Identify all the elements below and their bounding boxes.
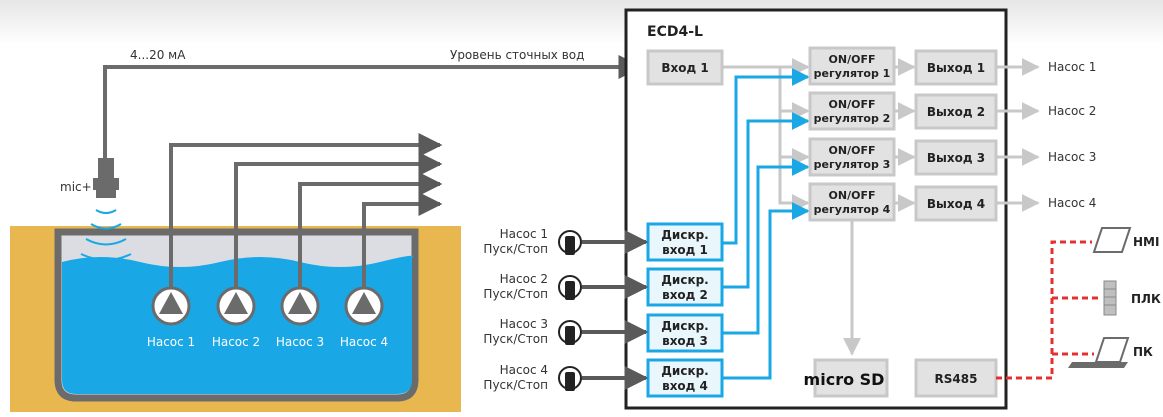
tank-pump-3: Насос 3 (276, 286, 324, 349)
plc-icon (1103, 280, 1117, 316)
controller-title: ECD4-L (647, 24, 703, 40)
discrete-line1: Дискр. (661, 228, 709, 242)
microsd-block: micro SD (804, 358, 889, 398)
discrete-line2: вход 2 (662, 288, 708, 302)
switch-4: Насос 4 Пуск/Стоп (483, 363, 582, 392)
switch-2: Насос 2 Пуск/Стоп (483, 272, 582, 301)
rs485-block: RS485 (914, 358, 998, 398)
tank-pump-4: Насос 4 (340, 286, 388, 349)
output-1: Выход 1 (914, 49, 998, 86)
signal-label: 4...20 мА (130, 48, 186, 62)
regulator-line2: регулятор 1 (814, 67, 891, 80)
tank-pump-label: Насос 4 (340, 335, 388, 349)
regulator-line1: ON/OFF (829, 53, 876, 66)
regulator-3: ON/OFF регулятор 3 (808, 137, 896, 177)
hmi-device: HMI (1092, 227, 1159, 253)
tank-pump-label: Насос 1 (147, 335, 195, 349)
switch-line2: Пуск/Стоп (483, 287, 548, 301)
switch-line1: Насос 1 (500, 227, 548, 241)
switch-line2: Пуск/Стоп (483, 332, 548, 346)
comm-links (996, 240, 1100, 380)
out-target-4: Насос 4 (1048, 196, 1096, 210)
regulator-line2: регулятор 2 (814, 112, 891, 125)
regulator-line2: регулятор 3 (814, 158, 891, 171)
hmi-icon (1092, 227, 1132, 253)
input-label: Вход 1 (661, 61, 708, 75)
regulator-line1: ON/OFF (829, 144, 876, 157)
switch-line1: Насос 4 (500, 363, 548, 377)
discrete-line1: Дискр. (661, 273, 709, 287)
output-label: Выход 2 (927, 105, 985, 119)
discrete-input-2: Дискр. вход 2 (646, 267, 724, 307)
out-target-2: Насос 2 (1048, 104, 1096, 118)
analog-input-1: Вход 1 (646, 49, 724, 86)
level-label: Уровень сточных вод (450, 48, 584, 62)
discrete-input-4: Дискр. вход 4 (646, 358, 724, 398)
rs485-label: RS485 (935, 372, 978, 386)
out-target-3: Насос 3 (1048, 150, 1096, 164)
regulator-2: ON/OFF регулятор 2 (808, 91, 896, 131)
pc-device: ПК (1068, 337, 1153, 368)
device-label-plc: ПЛК (1131, 292, 1161, 306)
sensor-label: mic+ (60, 180, 92, 194)
sensor-icon (98, 158, 114, 178)
discrete-input-3: Дискр. вход 3 (646, 313, 724, 353)
laptop-icon (1094, 337, 1130, 363)
switch-line1: Насос 2 (500, 272, 548, 286)
input-block (646, 49, 724, 86)
tank-pump-1: Насос 1 (147, 286, 195, 349)
output-label: Выход 1 (927, 61, 985, 75)
tank-pump-label: Насос 3 (276, 335, 324, 349)
switch-3: Насос 3 Пуск/Стоп (483, 317, 582, 346)
pump-pipes (169, 133, 443, 290)
discrete-line2: вход 1 (662, 243, 708, 257)
device-label-hmi: HMI (1133, 235, 1159, 249)
device-label-pc: ПК (1133, 345, 1153, 359)
switch-line1: Насос 3 (500, 317, 548, 331)
sensor-cable (103, 55, 643, 162)
discrete-line1: Дискр. (661, 364, 709, 378)
switch-links (582, 230, 649, 390)
tank-pump-2: Насос 2 (212, 286, 260, 349)
output-3: Выход 3 (914, 139, 998, 176)
discrete-links (722, 68, 810, 380)
regulator-line1: ON/OFF (829, 189, 876, 202)
switch-line2: Пуск/Стоп (483, 242, 548, 256)
ultrasonic-sensor: mic+ (60, 55, 643, 277)
output-4: Выход 4 (914, 185, 998, 222)
plc-device: ПЛК (1103, 280, 1161, 316)
regulator-line2: регулятор 4 (814, 203, 891, 216)
discrete-line2: вход 3 (662, 334, 708, 348)
discrete-line2: вход 4 (662, 379, 708, 393)
regulator-4: ON/OFF регулятор 4 (808, 182, 896, 222)
discrete-input-1: Дискр. вход 1 (646, 222, 724, 262)
output-label: Выход 3 (927, 151, 985, 165)
switch-1: Насос 1 Пуск/Стоп (483, 227, 582, 256)
discrete-line1: Дискр. (661, 319, 709, 333)
output-2: Выход 2 (914, 93, 998, 130)
regulator-1: ON/OFF регулятор 1 (808, 46, 896, 86)
regulator-line1: ON/OFF (829, 98, 876, 111)
microsd-logo: micro SD (804, 370, 885, 389)
microsd-logo-text: micro SD (804, 370, 885, 389)
tank-pump-label: Насос 2 (212, 335, 260, 349)
switch-line2: Пуск/Стоп (483, 378, 548, 392)
output-label: Выход 4 (927, 197, 985, 211)
out-target-1: Насос 1 (1048, 60, 1096, 74)
sound-waves-icon (75, 209, 137, 277)
